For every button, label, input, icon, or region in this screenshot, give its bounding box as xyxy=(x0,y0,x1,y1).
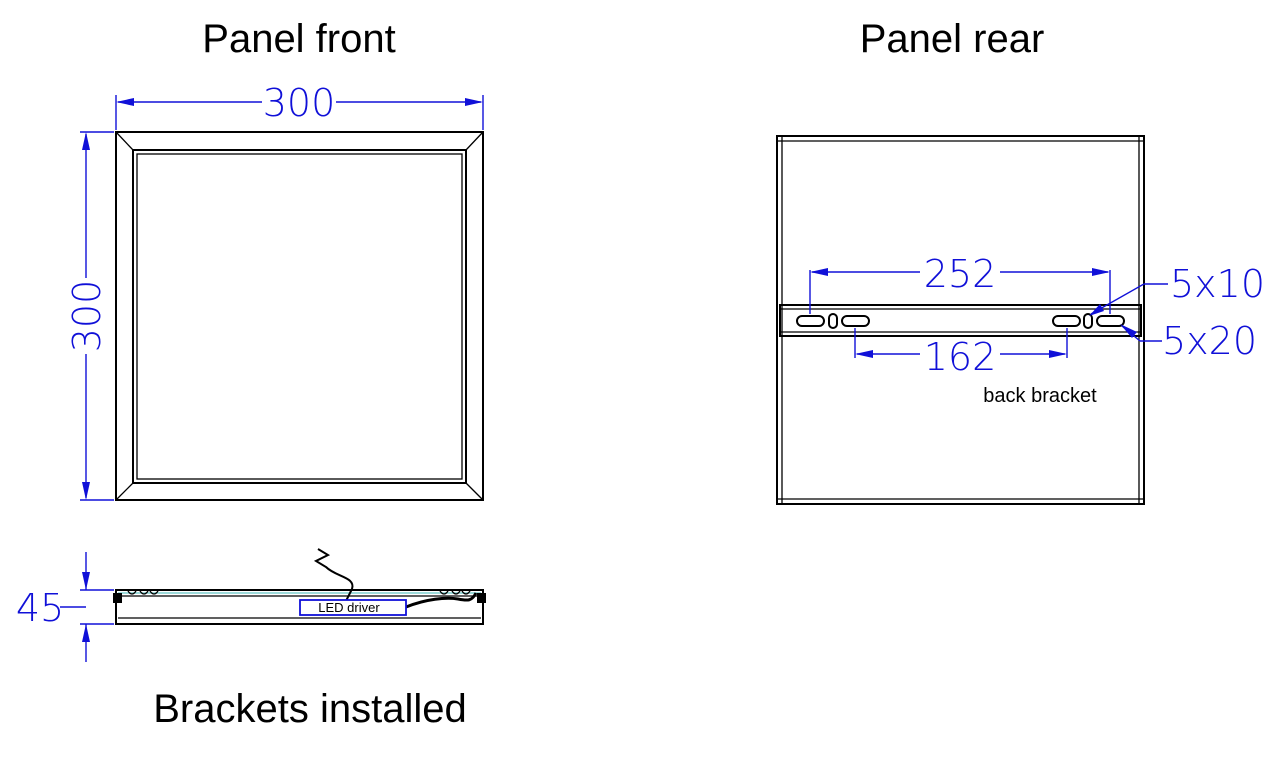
title-panel-front: Panel front xyxy=(202,17,395,61)
dimension-front-width-label: 300 xyxy=(263,81,336,125)
back-bracket xyxy=(779,304,1142,337)
panel-rear-outline xyxy=(776,135,1145,505)
panel-rear xyxy=(776,135,1145,505)
frame-corner-line xyxy=(465,482,484,501)
panel-front-inner-frame xyxy=(132,149,467,484)
panel-front-outer-frame xyxy=(115,131,484,501)
bracket-slot-large xyxy=(1052,315,1081,327)
dimension-bracket-inner: 162 xyxy=(854,328,1068,379)
panel-front-diffuser xyxy=(136,153,463,480)
bracket-slot-large xyxy=(1096,315,1125,327)
bracket-slot-small xyxy=(828,313,838,329)
side-clip xyxy=(113,593,122,603)
side-view-body xyxy=(115,589,484,625)
side-bracket-left xyxy=(127,590,159,595)
panel-front xyxy=(115,131,484,501)
driver-cable xyxy=(405,592,478,609)
frame-corner-line xyxy=(465,131,484,151)
slot-small-label: 5x10 xyxy=(1170,262,1265,306)
dimension-front-width: 300 xyxy=(115,81,484,130)
dimension-front-height-label: 300 xyxy=(65,280,109,353)
led-driver-box xyxy=(299,599,407,616)
leader-slot-small: 5x10 xyxy=(1089,262,1265,316)
dimension-bracket-inner-label: 162 xyxy=(924,335,997,379)
bracket-slot-small xyxy=(1083,313,1093,329)
title-brackets-installed: Brackets installed xyxy=(153,687,466,731)
leader-slot-large: 5x20 xyxy=(1120,319,1257,363)
side-view: LED driver xyxy=(113,548,486,625)
frame-corner-line xyxy=(115,482,134,501)
dimension-front-height: 300 xyxy=(65,131,114,501)
bracket-slot-large xyxy=(796,315,825,327)
title-panel-rear: Panel rear xyxy=(860,17,1045,61)
power-cable xyxy=(313,548,354,606)
frame-corner-line xyxy=(115,131,134,151)
back-bracket-label: back bracket xyxy=(983,385,1097,407)
dimension-side-thickness: 45 xyxy=(16,552,114,662)
led-driver-label: LED driver xyxy=(318,600,380,615)
dimension-bracket-outer-label: 252 xyxy=(924,252,997,296)
dimension-bracket-outer: 252 xyxy=(809,252,1111,314)
dimension-side-thickness-label: 45 xyxy=(16,586,64,630)
slot-large-label: 5x20 xyxy=(1162,319,1257,363)
side-bracket-right xyxy=(439,590,471,595)
bracket-slot-large xyxy=(841,315,870,327)
side-clip xyxy=(477,593,486,603)
